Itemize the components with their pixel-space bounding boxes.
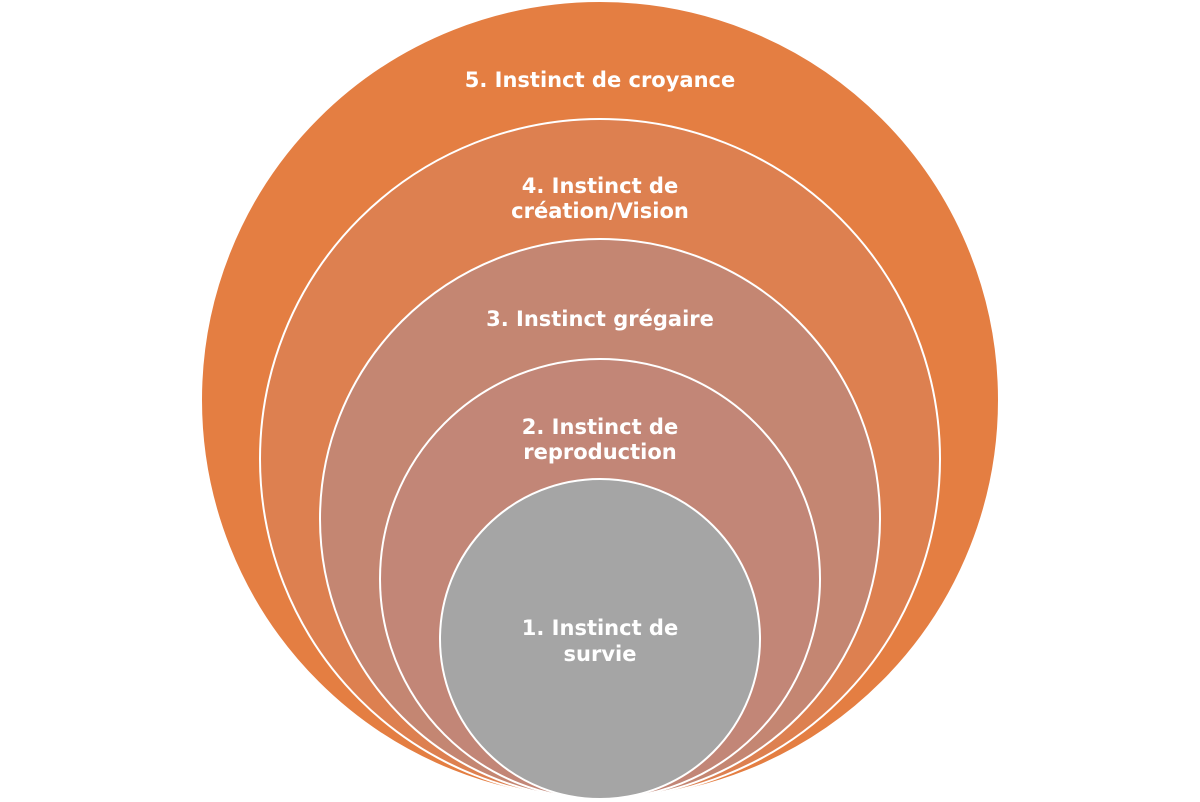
ring-label-level-1-line-1: 1. Instinct de bbox=[522, 616, 678, 640]
ring-label-level-4-line-1: 4. Instinct de bbox=[522, 174, 678, 198]
ring-label-level-2-line-1: 2. Instinct de bbox=[522, 415, 678, 439]
rings-group bbox=[200, 0, 1000, 800]
ring-label-level-3-line-1: 3. Instinct grégaire bbox=[486, 307, 714, 331]
ring-label-level-2-line-2: reproduction bbox=[523, 440, 676, 464]
ring-label-level-1-line-2: survie bbox=[564, 642, 637, 666]
labels-group: 5. Instinct de croyance 4. Instinct decré… bbox=[465, 68, 735, 666]
ring-level-1 bbox=[439, 478, 761, 800]
ring-label-level-4-line-2: création/Vision bbox=[511, 199, 689, 223]
ring-label-level-5-line-1: 5. Instinct de croyance bbox=[465, 68, 735, 92]
